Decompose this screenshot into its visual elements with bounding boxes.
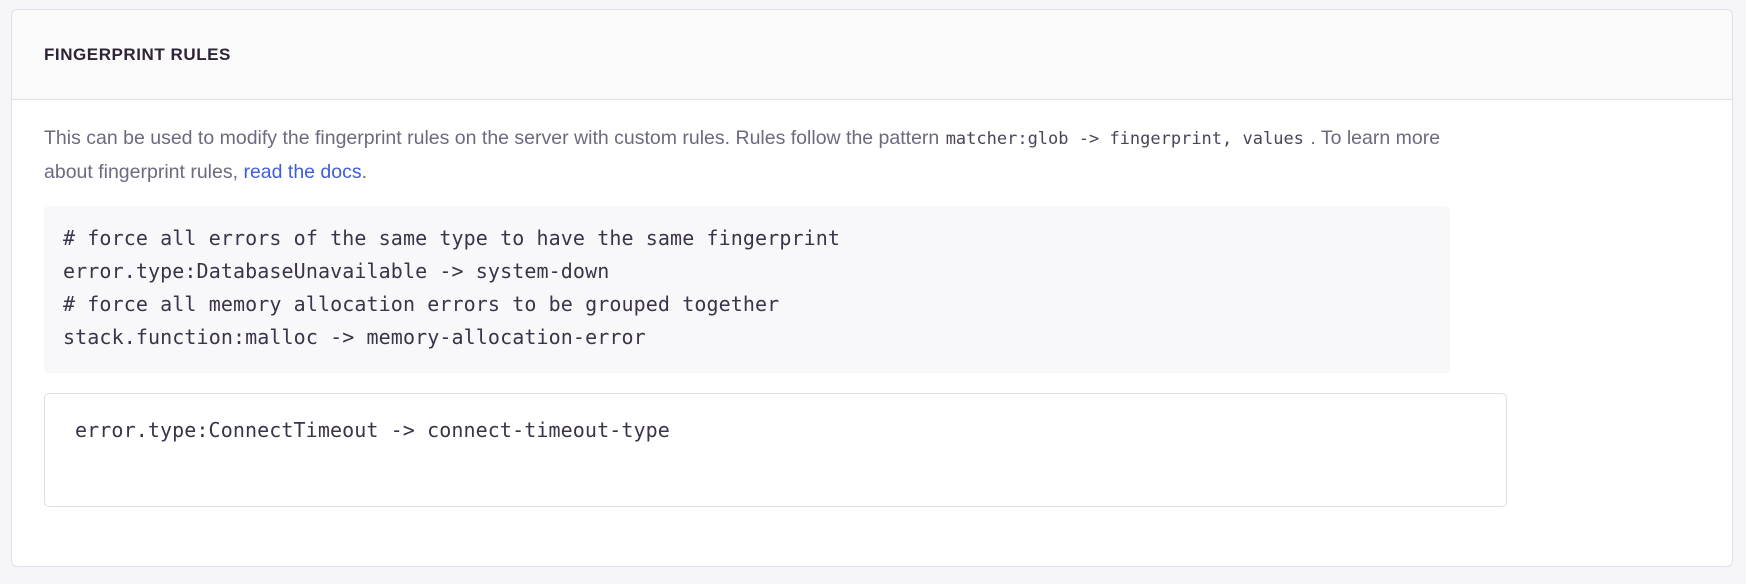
code-line: stack.function:malloc -> memory-allocati… bbox=[63, 325, 646, 349]
example-code-block: # force all errors of the same type to h… bbox=[44, 206, 1450, 373]
panel-body: This can be used to modify the fingerpri… bbox=[12, 100, 1732, 507]
panel-header: FINGERPRINT RULES bbox=[12, 10, 1732, 100]
description-part-1: This can be used to modify the fingerpri… bbox=[44, 127, 945, 149]
code-line: # force all errors of the same type to h… bbox=[63, 226, 841, 250]
page-title: FINGERPRINT RULES bbox=[44, 45, 231, 64]
code-line: error.type:DatabaseUnavailable -> system… bbox=[63, 259, 610, 283]
fingerprint-rules-panel: FINGERPRINT RULES This can be used to mo… bbox=[11, 9, 1733, 567]
fingerprint-rules-input[interactable] bbox=[44, 393, 1507, 507]
inline-code-pattern: matcher:glob -> fingerprint, values bbox=[945, 129, 1304, 149]
description-part-3: . bbox=[361, 161, 368, 183]
description-part-2: . To learn more about fingerprint rules, bbox=[44, 127, 1441, 183]
code-line: # force all memory allocation errors to … bbox=[63, 292, 780, 316]
description-text: This can be used to modify the fingerpri… bbox=[44, 122, 1474, 189]
read-the-docs-link[interactable]: read the docs bbox=[243, 161, 362, 183]
